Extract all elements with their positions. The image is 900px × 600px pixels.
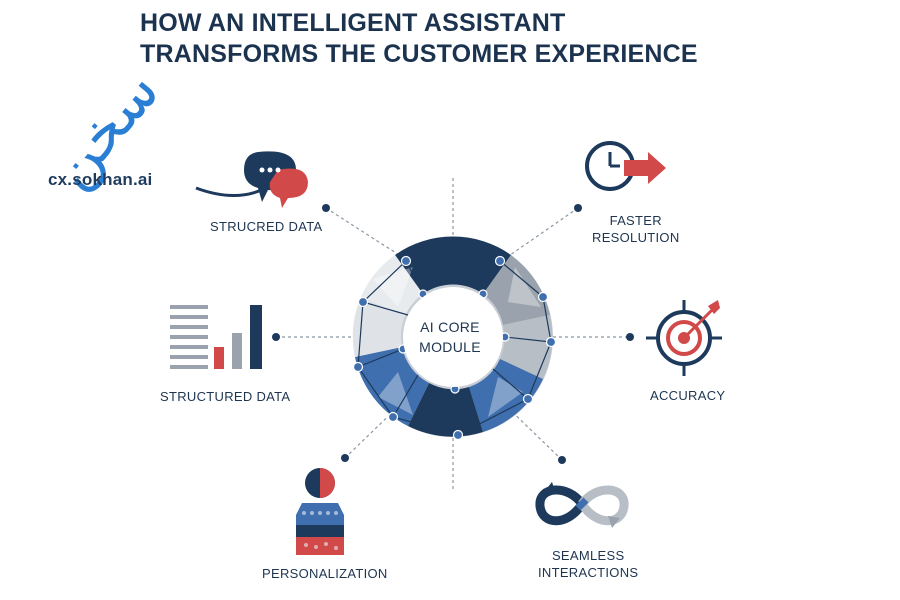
core-line-2: MODULE (419, 339, 481, 355)
page-title: HOW AN INTELLIGENT ASSISTANT TRANSFORMS … (140, 8, 698, 70)
label-faster-resolution: FASTER RESOLUTION (592, 212, 680, 246)
connector-bottom-left (344, 399, 406, 459)
label-resolution: RESOLUTION (592, 230, 680, 245)
infinity-loop-icon (535, 482, 629, 528)
label-seamless: SEAMLESS (551, 548, 625, 563)
person-profile-icon (296, 468, 344, 555)
label-structred-data: STRUCRED DATA (210, 219, 323, 234)
connector-top-left (325, 207, 411, 263)
label-faster: FASTER (609, 213, 662, 228)
ai-core-ring (352, 236, 557, 441)
logo-domain: cx.sokhan.ai (48, 170, 153, 189)
sokhan-logo: سخن (40, 72, 173, 197)
label-interactions: INTERACTIONS (538, 565, 639, 580)
label-personalization: PERSONALIZATION (262, 566, 388, 581)
bar-chart-icon (170, 305, 262, 369)
target-arrow-icon (646, 300, 722, 376)
connector-top-right (499, 207, 579, 263)
connector-lines (276, 178, 628, 490)
label-structured-data: STRUCTURED DATA (160, 389, 291, 404)
chat-bubbles-icon (195, 151, 308, 208)
title-line-1: HOW AN INTELLIGENT ASSISTANT (140, 9, 566, 37)
connector-dots (272, 204, 634, 464)
core-module-label: AI CORE MODULE (405, 317, 495, 357)
title-line-2: TRANSFORMS THE CUSTOMER EXPERIENCE (140, 40, 698, 68)
core-line-1: AI CORE (420, 319, 480, 335)
connector-bottom-right (501, 401, 563, 461)
label-accuracy: ACCURACY (650, 388, 726, 403)
core-center (403, 287, 503, 387)
clock-arrow-icon (585, 141, 666, 191)
label-seamless-interactions: SEAMLESS INTERACTIONS (538, 547, 638, 581)
